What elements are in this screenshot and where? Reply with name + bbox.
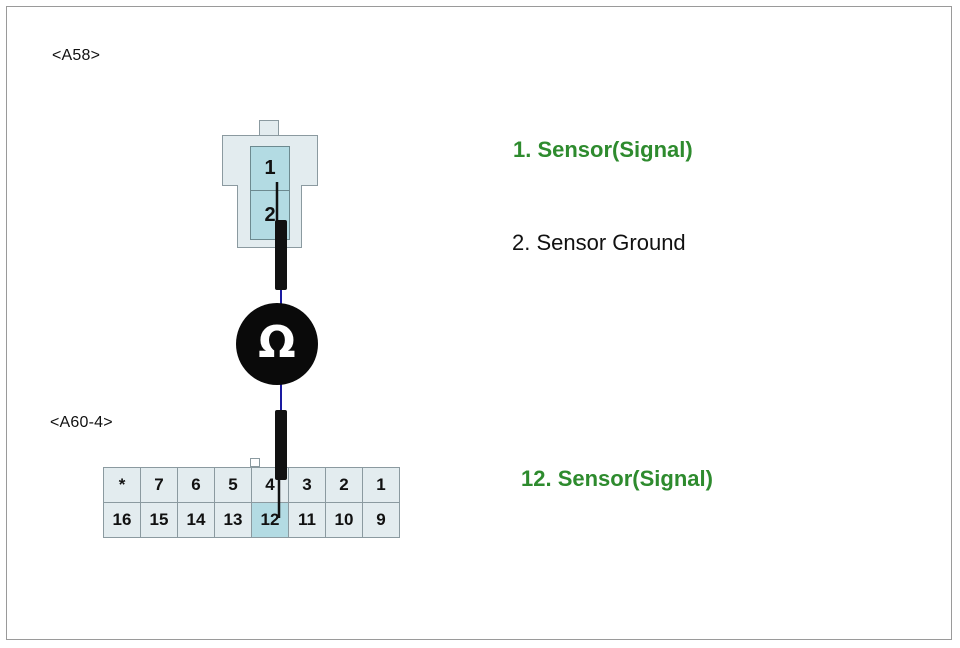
pin-cell: 10 (325, 502, 363, 538)
ohm-symbol: Ω (258, 317, 295, 368)
connector-a60-4-row-top: * 7 6 5 4 3 2 1 (103, 467, 400, 503)
pin-cell: 3 (288, 467, 326, 503)
ohm-meter-icon: Ω (236, 303, 318, 385)
pin-number: 1 (264, 157, 276, 179)
probe-lead-bottom (275, 410, 287, 480)
pin-cell: 14 (177, 502, 215, 538)
pin-cell: 9 (362, 502, 400, 538)
connector-a60-4-label: <A60-4> (50, 414, 113, 431)
pin-cell: 15 (140, 502, 178, 538)
pin-description-a60-12: 12. Sensor(Signal) (521, 466, 713, 491)
pin-description-a58-1: 1. Sensor(Signal) (513, 137, 693, 162)
pin-cell: * (103, 467, 141, 503)
connector-a60-4-key (250, 458, 260, 467)
pin-cell: 5 (214, 467, 252, 503)
connector-a60-4-row-bottom: 16 15 14 13 12 11 10 9 (103, 502, 400, 538)
pin-number: 2 (264, 203, 276, 226)
pin-cell: 7 (140, 467, 178, 503)
connector-a60-4: * 7 6 5 4 3 2 1 16 15 14 13 12 11 10 9 (103, 467, 400, 538)
pin-cell: 13 (214, 502, 252, 538)
pin-cell: 6 (177, 467, 215, 503)
pin-cell-highlighted: 12 (251, 502, 289, 538)
probe-lead-top (275, 220, 287, 290)
pin-description-a58-2: 2. Sensor Ground (512, 230, 686, 255)
pin-cell: 11 (288, 502, 326, 538)
connector-a58-label: <A58> (52, 47, 101, 64)
pin-cell: 2 (325, 467, 363, 503)
